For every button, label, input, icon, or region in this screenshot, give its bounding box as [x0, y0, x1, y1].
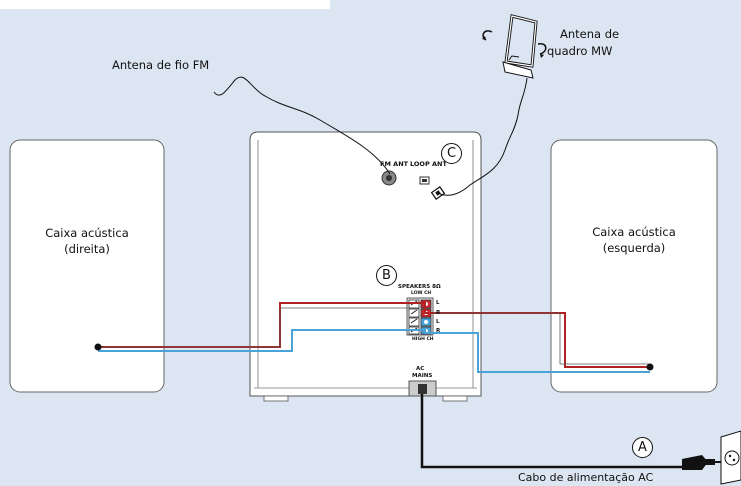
speaker-left-label-2: (esquerda) — [602, 241, 666, 255]
terminal-r-top: R — [436, 310, 441, 316]
wire-low-ch-black — [98, 307, 409, 348]
ac-label: AC — [416, 366, 425, 372]
terminal-l-bottom: L — [436, 319, 440, 325]
callout-c: C — [441, 143, 462, 164]
mw-antenna-cable — [439, 77, 528, 196]
fm-wire-antenna — [213, 76, 391, 175]
power-cord-label: Cabo de alimentação AC — [518, 471, 654, 484]
speaker-left — [550, 139, 718, 393]
loop-ant-label: LOOP ANT — [410, 160, 447, 168]
fm-wire-antenna-label: Antena de fio FM — [112, 58, 210, 72]
speaker-left-connector — [646, 363, 654, 371]
speakers-label: SPEAKERS 8Ω — [398, 284, 441, 290]
wire-high-ch-blue — [98, 329, 650, 373]
power-plug — [682, 455, 722, 470]
loop-antenna-socket — [419, 176, 430, 185]
loop-antenna-plug — [430, 186, 446, 200]
mw-loop-antenna-label-2: quadro MW — [547, 44, 613, 58]
speaker-right-label-1: Caixa acústica — [45, 226, 129, 240]
high-ch-label: HIGH CH — [412, 337, 434, 342]
wire-low-ch-black-left — [433, 312, 650, 365]
speaker-right-connector — [94, 343, 102, 351]
main-unit-back — [249, 131, 482, 402]
mw-loop-antenna-label-1: Antena de — [560, 27, 620, 41]
speaker-right-label-2: (direita) — [64, 242, 110, 256]
speaker-right — [9, 139, 165, 393]
callout-a: A — [632, 437, 653, 458]
callout-b: B — [376, 265, 397, 286]
power-cord-wire — [420, 394, 688, 469]
terminal-r-bottom: R — [436, 328, 441, 334]
terminal-l-top: L — [436, 300, 440, 306]
low-ch-label: LOW CH — [411, 291, 432, 296]
fm-ant-label: FM ANT — [380, 160, 409, 168]
header-strip — [0, 0, 330, 9]
ac-mains-socket — [408, 380, 437, 397]
mw-loop-antenna — [482, 14, 547, 79]
fm-antenna-socket — [381, 170, 397, 186]
speaker-left-label-1: Caixa acústica — [592, 225, 676, 239]
mains-label: MAINS — [412, 373, 433, 379]
wall-outlet-icon — [720, 430, 741, 485]
